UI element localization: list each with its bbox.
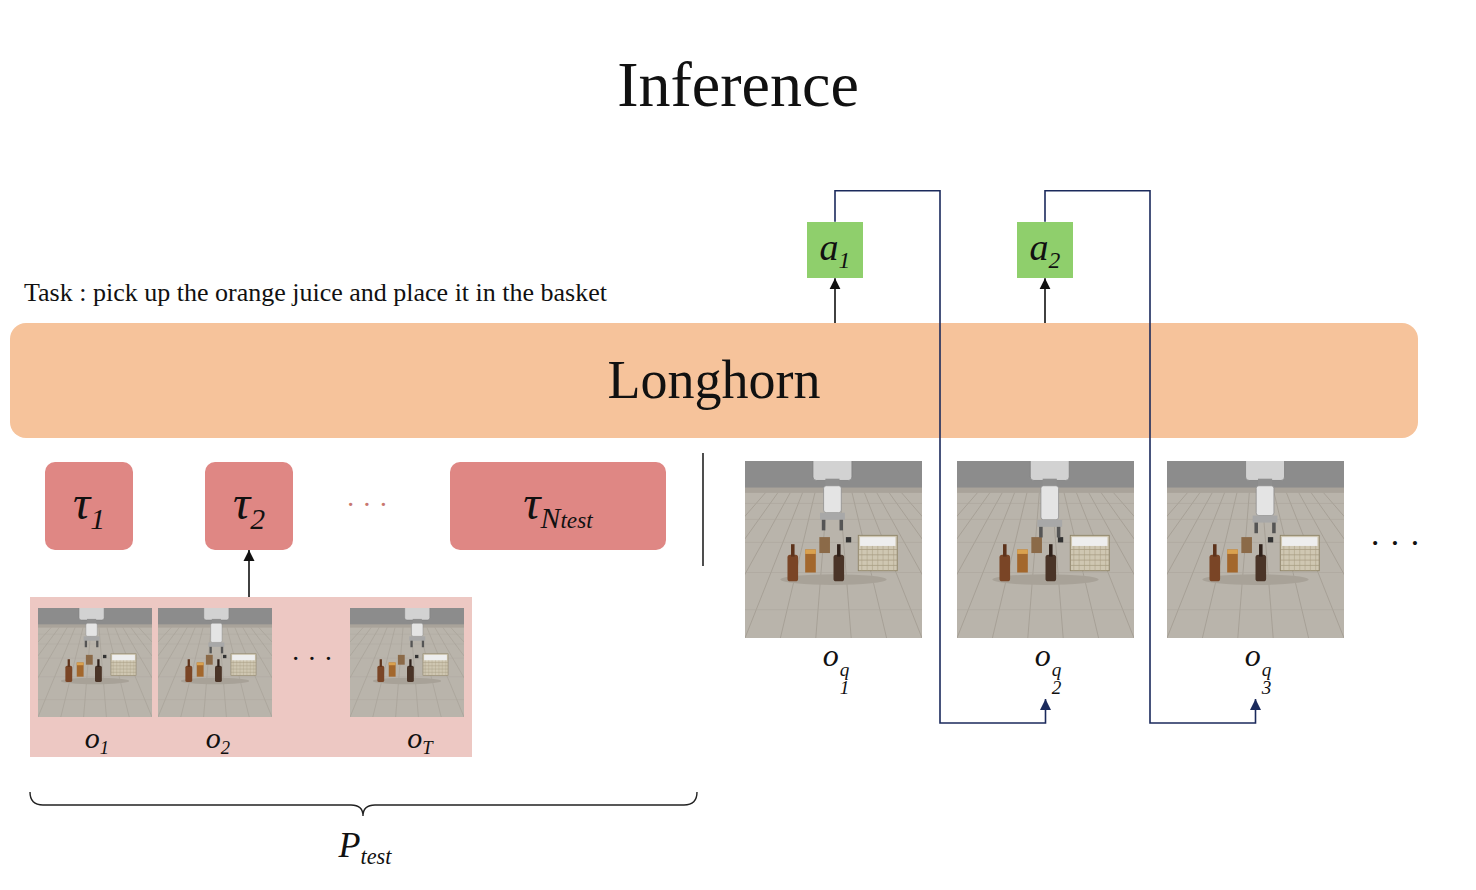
query-frame: oq2: [957, 461, 1134, 699]
node-label: τNtest: [523, 477, 592, 535]
text-holder: oT: [407, 721, 432, 758]
text-holder: a1: [807, 222, 863, 278]
connector-arrow: [835, 191, 1046, 723]
scene-image: [957, 461, 1134, 638]
frame-label: oq2: [1035, 637, 1062, 673]
frame-label: · · ·: [291, 643, 333, 674]
action-box: a1: [807, 222, 863, 278]
connector-arrow: [1044, 278, 1046, 323]
trajectory-box: τ1: [45, 462, 133, 550]
scene-image: [1167, 461, 1344, 638]
prompt-panel: o1 o2 · · · oT: [30, 597, 472, 757]
text-holder: τNtest: [450, 462, 666, 550]
ellipsis: · · ·: [346, 489, 388, 520]
text-holder: oq3: [1245, 638, 1272, 697]
action-box: a2: [1017, 222, 1073, 278]
task-text: Task : pick up the orange juice and plac…: [24, 278, 607, 307]
text-holder: a2: [1017, 222, 1073, 278]
prompt-set-label: Ptest: [339, 825, 392, 865]
connector-arrow: [1045, 191, 1256, 723]
scene-image: [38, 608, 152, 717]
text-holder: o2: [206, 721, 230, 758]
divider-line: [702, 453, 704, 566]
scene-image: [158, 608, 272, 717]
node-label: a1: [820, 227, 851, 273]
frame-label: o1: [85, 721, 109, 754]
text-holder: τ1: [45, 462, 133, 550]
band-fill: [10, 323, 1418, 438]
node-label: Longhorn: [608, 351, 821, 410]
frame-label: o2: [206, 721, 230, 754]
frame-label: oq3: [1245, 637, 1272, 673]
node-label: τ2: [233, 477, 265, 535]
ellipsis: · · ·: [1370, 524, 1421, 561]
text-holder: · · ·: [291, 644, 333, 675]
text-holder: oq2: [1035, 638, 1062, 697]
scene-image: [350, 608, 464, 717]
scene-image: [745, 461, 922, 638]
trajectory-box: τNtest: [450, 462, 666, 550]
text-holder: o1: [85, 721, 109, 758]
connector-arrow: [834, 278, 836, 323]
diagram-title: Inference: [617, 49, 859, 120]
text-holder: Longhorn: [10, 323, 1418, 438]
frame-label: oq1: [823, 637, 850, 673]
model-band: Longhorn: [10, 323, 1418, 438]
curly-bracket: [30, 792, 697, 816]
text-holder: τ2: [205, 462, 293, 550]
node-label: a2: [1030, 227, 1061, 273]
text-holder: oq1: [823, 638, 850, 697]
query-frame: oq3: [1167, 461, 1344, 699]
query-frame: oq1: [745, 461, 922, 699]
node-label: τ1: [73, 477, 105, 535]
trajectory-box: τ2: [205, 462, 293, 550]
frame-label: oT: [407, 721, 432, 754]
connector-arrow: [248, 550, 250, 597]
